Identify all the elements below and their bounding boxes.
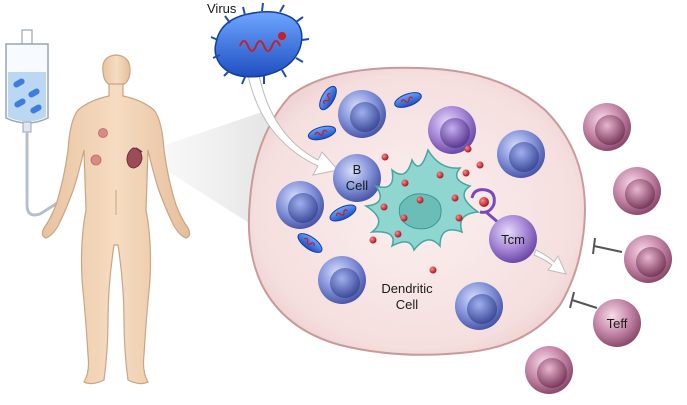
t-cell-top <box>428 106 476 154</box>
label-dendritic-2: Cell <box>396 297 419 312</box>
teff-cells <box>525 103 672 394</box>
label-tcm: Tcm <box>501 232 525 247</box>
label-teff: Teff <box>607 316 628 331</box>
human-body-icon <box>41 54 191 385</box>
label-b-cell-1: B <box>353 162 362 177</box>
inhibition-icon <box>569 237 623 309</box>
teff-labeled <box>593 299 641 347</box>
tcm-cell <box>489 215 537 263</box>
dendritic-cell-icon <box>363 145 484 274</box>
b-cells <box>276 90 545 330</box>
small-viruses <box>297 85 422 253</box>
label-dendritic-1: Dendritic <box>381 281 433 296</box>
label-virus: Virus <box>207 1 237 16</box>
zoom-beam <box>150 110 268 235</box>
b-cell-labeled <box>333 154 381 202</box>
label-b-cell-2: Cell <box>346 178 369 193</box>
egress-arrow <box>533 249 567 275</box>
virus-icon <box>210 2 310 85</box>
